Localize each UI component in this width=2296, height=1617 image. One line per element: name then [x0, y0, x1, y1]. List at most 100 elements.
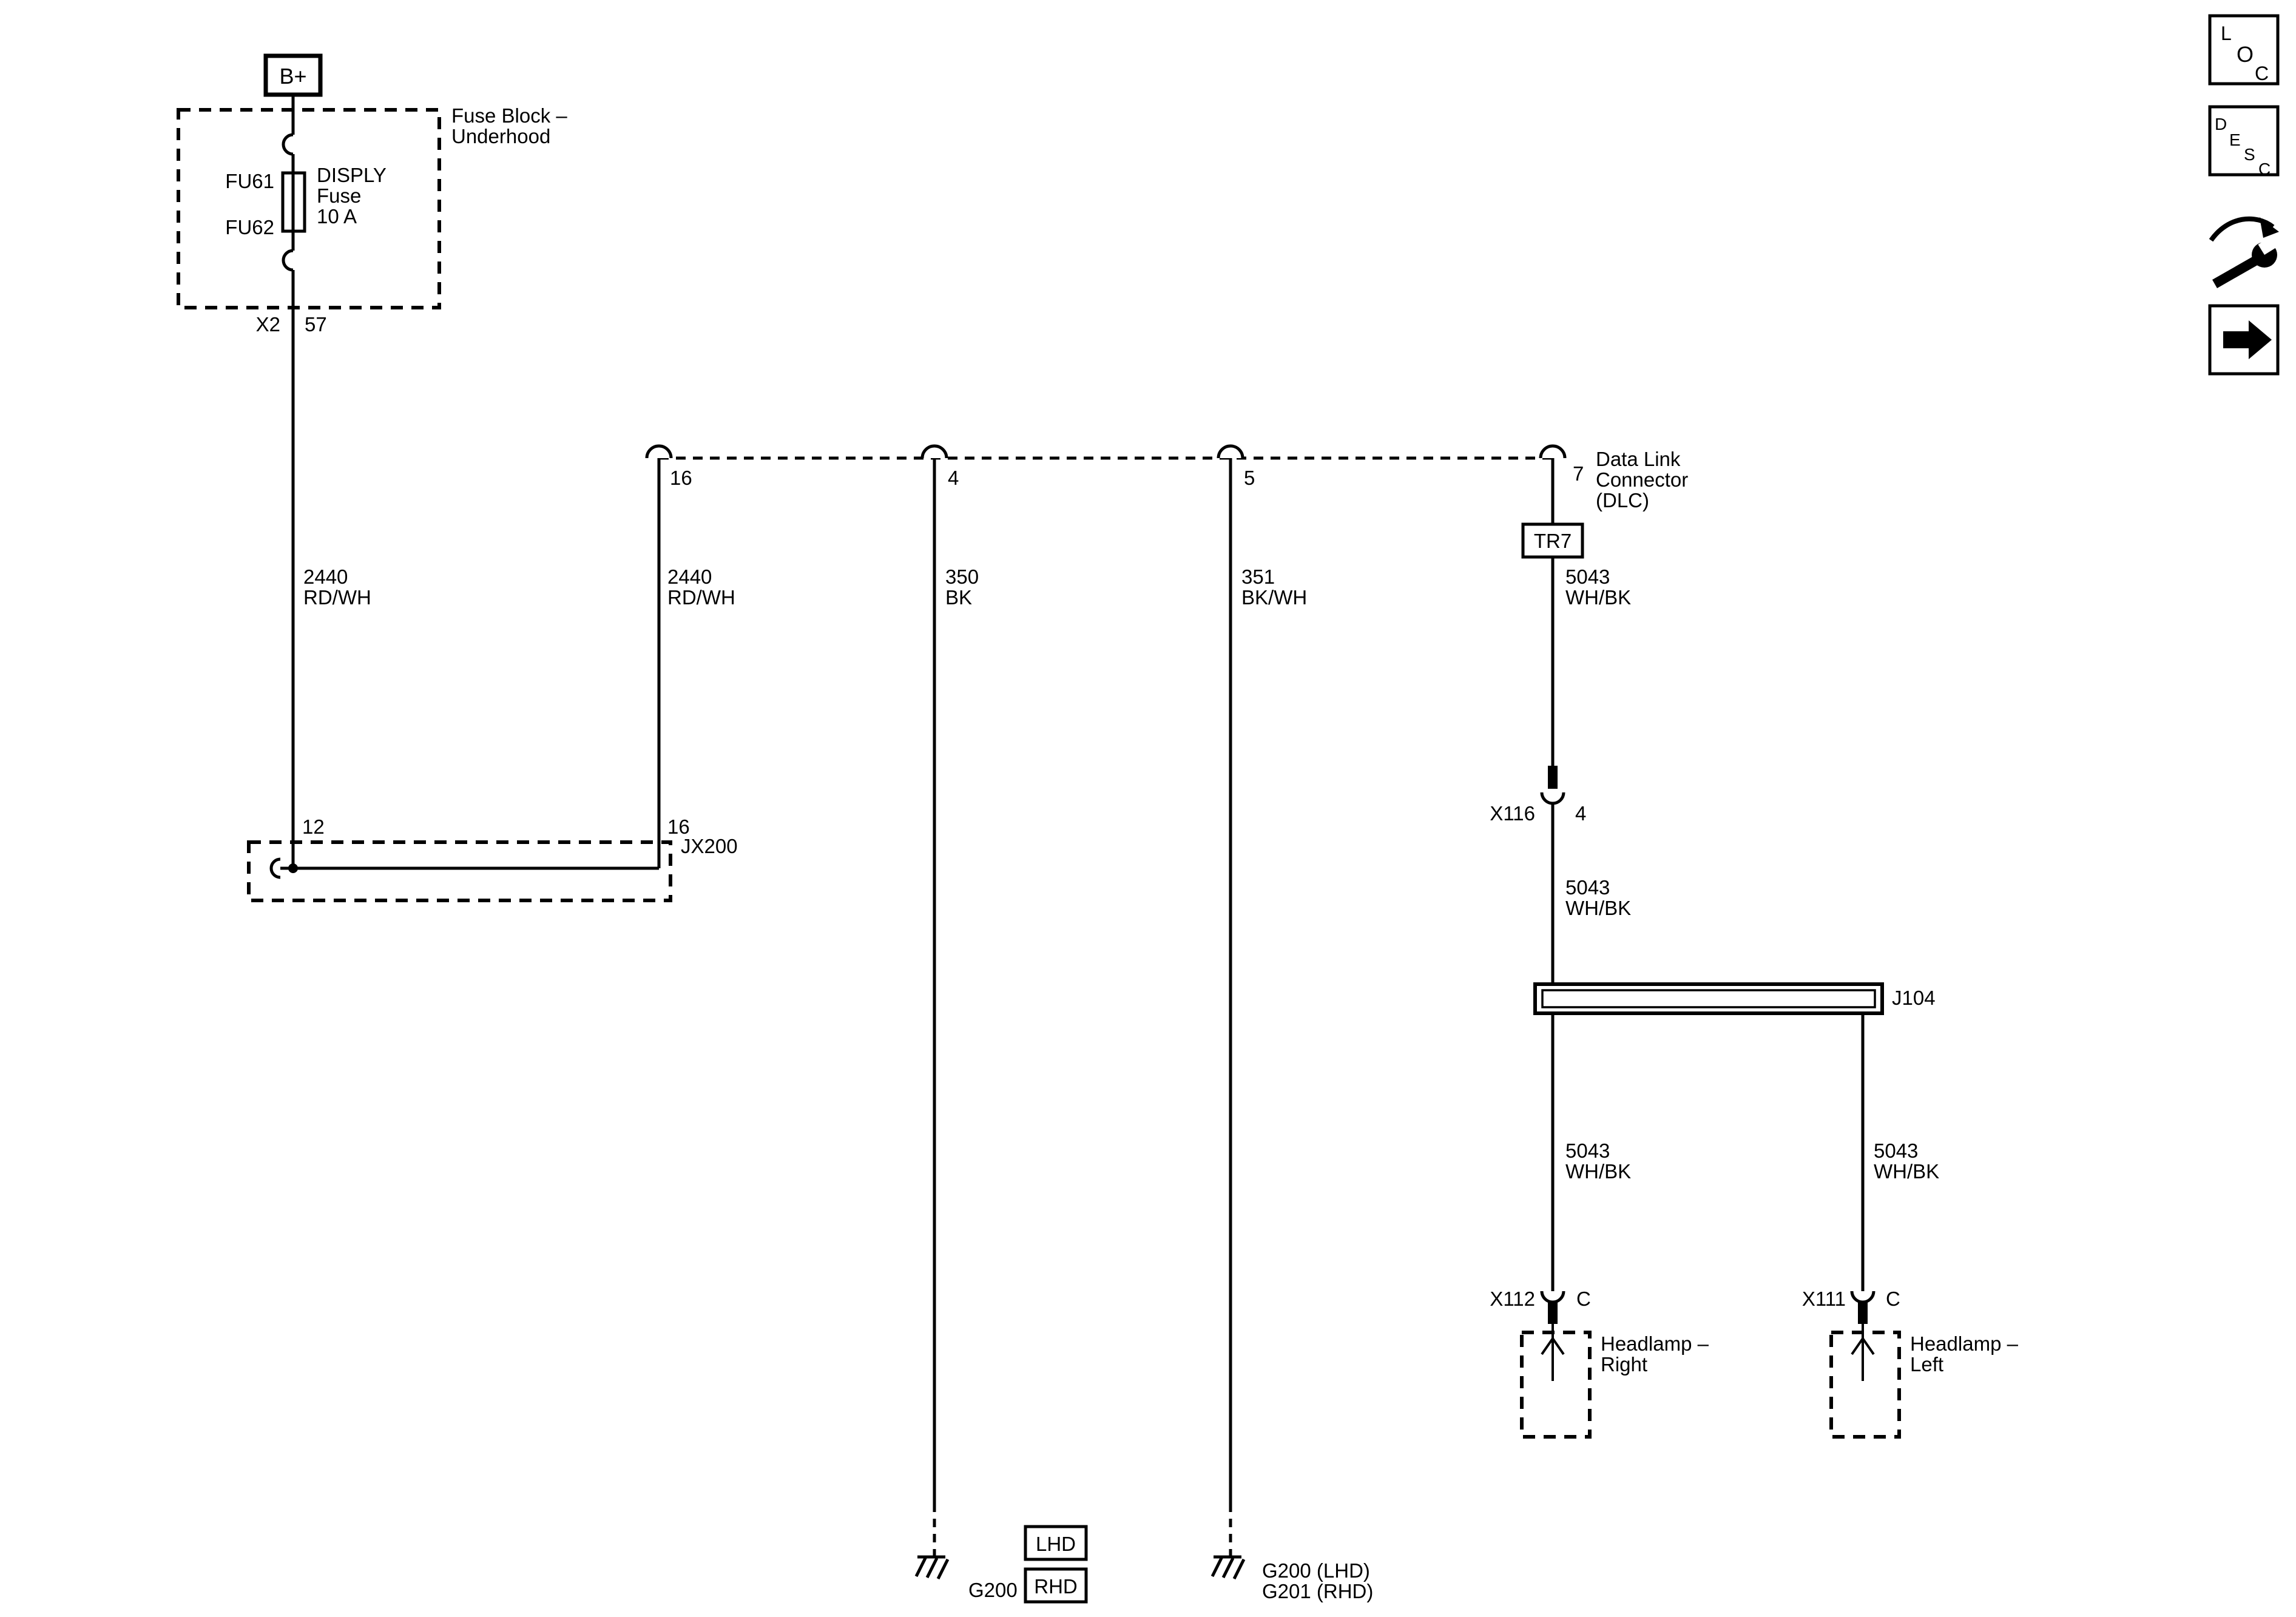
- wire-feed-b-circuit: 2440: [667, 565, 712, 588]
- wire-serial-right-color: WH/BK: [1565, 1160, 1631, 1183]
- dlc-cavity-7-icon: [1539, 444, 1567, 459]
- tr7-box: [1521, 522, 1584, 559]
- desc-letter-d: D: [2215, 115, 2227, 133]
- headlamp-right-pin-icon: [1541, 1324, 1565, 1381]
- headlamp-right-label-line1: Headlamp –: [1601, 1332, 1709, 1355]
- loc-letter-o: O: [2237, 42, 2254, 67]
- wire-350-color: BK: [945, 586, 972, 609]
- rhd-box-label: RHD: [1034, 1575, 1078, 1598]
- fuse-top-terminal-icon: [282, 133, 294, 156]
- wrench-notch-icon: [2258, 232, 2283, 255]
- jx200-terminal-icon: [269, 857, 281, 879]
- dlc-pin5-label: 5: [1244, 467, 1255, 489]
- desc-letter-e: E: [2229, 130, 2241, 149]
- x116-female-terminal-icon: [1540, 792, 1565, 805]
- wire-feed-a-circuit: 2440: [303, 565, 348, 588]
- dlc-pin4-label: 4: [948, 467, 959, 489]
- ground-symbol-g200-g201: [1210, 1555, 1246, 1580]
- fuse-pin-top-label: FU61: [225, 170, 274, 192]
- x111-male-pin-icon: [1858, 1302, 1868, 1324]
- g200-label: G200: [968, 1579, 1018, 1601]
- j104-splice-pack-inner: [1541, 989, 1876, 1008]
- fuse-block-title-line1: Fuse Block –: [451, 104, 567, 127]
- x111-female-terminal-icon: [1850, 1291, 1876, 1304]
- fuse-symbol: [281, 171, 306, 233]
- desc-letter-c: C: [2258, 160, 2271, 178]
- wire-serial-left-circuit: 5043: [1874, 1139, 1918, 1162]
- jx200-splice-dot: [288, 863, 298, 873]
- x112-pin-label: C: [1576, 1288, 1591, 1310]
- x116-connector-label: X116: [1490, 802, 1535, 825]
- wire-serial-a-circuit: 5043: [1565, 565, 1610, 588]
- fuse-rating-label: 10 A: [317, 205, 357, 228]
- desc-letter-s: S: [2244, 145, 2255, 164]
- headlamp-left-outline: [1829, 1331, 1901, 1439]
- wire-serial-b-circuit: 5043: [1565, 876, 1610, 899]
- headlamp-left-label-line2: Left: [1910, 1353, 1943, 1376]
- fuse-block-title-line2: Underhood: [451, 125, 550, 147]
- x2-pin-label: 57: [305, 313, 327, 336]
- nav-loc-button[interactable]: L O C: [2208, 14, 2280, 86]
- nav-desc-frame[interactable]: [2208, 105, 2280, 177]
- fuse-bottom-terminal-icon: [282, 249, 294, 272]
- fuse-name2-label: Fuse: [317, 184, 361, 207]
- jx200-pin-right-label: 16: [667, 815, 690, 838]
- lhd-box: [1024, 1525, 1088, 1561]
- jx200-pin-left-label: 12: [302, 815, 325, 838]
- jx200-label: JX200: [681, 835, 738, 857]
- loc-letter-c: C: [2255, 62, 2269, 84]
- wire-feed-b-color: RD/WH: [667, 586, 735, 609]
- nav-repair-instructions-button[interactable]: [2209, 216, 2283, 288]
- dlc-name-line1: Data Link: [1596, 448, 1681, 470]
- x116-male-pin-icon: [1548, 766, 1558, 789]
- headlamp-right-outline: [1520, 1331, 1592, 1439]
- x111-pin-label: C: [1886, 1288, 1900, 1310]
- dlc-pin16-label: 16: [670, 467, 692, 489]
- x112-connector-label: X112: [1490, 1288, 1535, 1310]
- wire-serial-left-color: WH/BK: [1874, 1160, 1939, 1183]
- nav-loc-frame[interactable]: [2208, 14, 2280, 86]
- wire-351-circuit: 351: [1241, 565, 1275, 588]
- wire-350-circuit: 350: [945, 565, 979, 588]
- headlamp-left-label-line1: Headlamp –: [1910, 1332, 2019, 1355]
- fuse-name-label: DISPLY: [317, 164, 387, 186]
- x2-connector-label: X2: [256, 313, 280, 336]
- g201-rhd-label: G201 (RHD): [1262, 1580, 1373, 1602]
- x116-pin-label: 4: [1575, 802, 1586, 825]
- x112-female-terminal-icon: [1540, 1291, 1565, 1304]
- headlamp-right-label-line2: Right: [1601, 1353, 1647, 1376]
- wire-351-color: BK/WH: [1241, 586, 1307, 609]
- wire-serial-a-color: WH/BK: [1565, 586, 1631, 609]
- lhd-box-label: LHD: [1036, 1533, 1076, 1555]
- dlc-name-line3: (DLC): [1596, 489, 1649, 511]
- dlc-cavity-16-icon: [645, 444, 673, 459]
- wire-serial-right-circuit: 5043: [1565, 1139, 1610, 1162]
- wrench-handle-icon: [2212, 255, 2260, 288]
- ground-hatch: [1210, 1556, 1246, 1580]
- loc-letter-l: L: [2221, 22, 2232, 44]
- repair-arrowhead-icon: [2260, 217, 2279, 238]
- fuse-block-outline: [177, 108, 441, 309]
- jx200-junction-outline: [247, 840, 672, 902]
- nav-forward-button[interactable]: [2208, 304, 2280, 376]
- j104-label: J104: [1892, 987, 1936, 1009]
- ground-hatch: [914, 1556, 950, 1580]
- j104-splice-pack-outer: [1533, 982, 1884, 1015]
- b-plus-label: B+: [279, 64, 306, 89]
- g200-lhd-label: G200 (LHD): [1262, 1559, 1370, 1582]
- tr7-label: TR7: [1534, 530, 1572, 552]
- dlc-cavity-4-icon: [920, 444, 948, 459]
- wire-feed-a-color: RD/WH: [303, 586, 371, 609]
- dlc-pin7-label: 7: [1573, 462, 1584, 485]
- dlc-cavity-5-icon: [1217, 444, 1244, 459]
- forward-arrow-icon: [2223, 320, 2272, 359]
- fuse-pin-bottom-label: FU62: [225, 216, 274, 238]
- dlc-name-line2: Connector: [1596, 468, 1688, 491]
- x111-connector-label: X111: [1802, 1288, 1846, 1310]
- headlamp-left-pin-icon: [1851, 1324, 1875, 1381]
- wire-serial-b-color: WH/BK: [1565, 897, 1631, 919]
- rhd-box: [1024, 1567, 1088, 1604]
- nav-desc-button[interactable]: D E S C: [2208, 105, 2280, 178]
- b-plus-box: [263, 53, 323, 97]
